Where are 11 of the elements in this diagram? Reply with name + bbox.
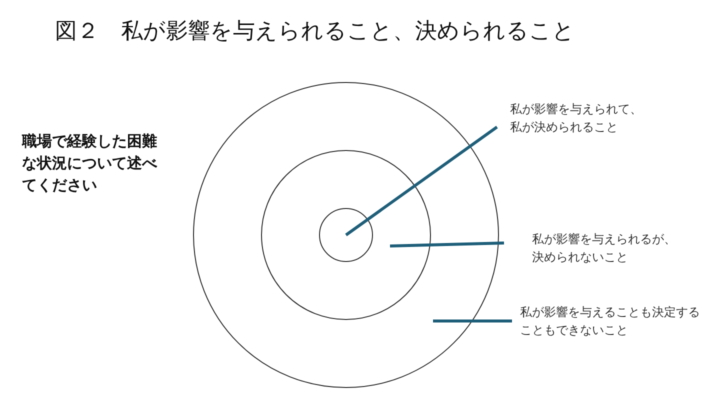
- circle-ring: [319, 208, 373, 262]
- annotation-text: 私が影響を与えることも決定することもできないこと: [520, 303, 710, 339]
- annotation-text: 私が影響を与えられて、私が決められること: [510, 100, 650, 136]
- circle-ring: [193, 82, 499, 388]
- leader-line: [390, 242, 504, 248]
- instruction-text: 職場で経験した困難な状況について述べてください: [22, 131, 158, 196]
- circle-ring: [261, 150, 431, 320]
- leader-line: [433, 320, 512, 322]
- leader-line: [345, 126, 498, 236]
- annotation-text: 私が影響を与えられるが、決められないこと: [532, 230, 684, 266]
- title: 図２ 私が影響を与えられること、決められること: [55, 18, 575, 46]
